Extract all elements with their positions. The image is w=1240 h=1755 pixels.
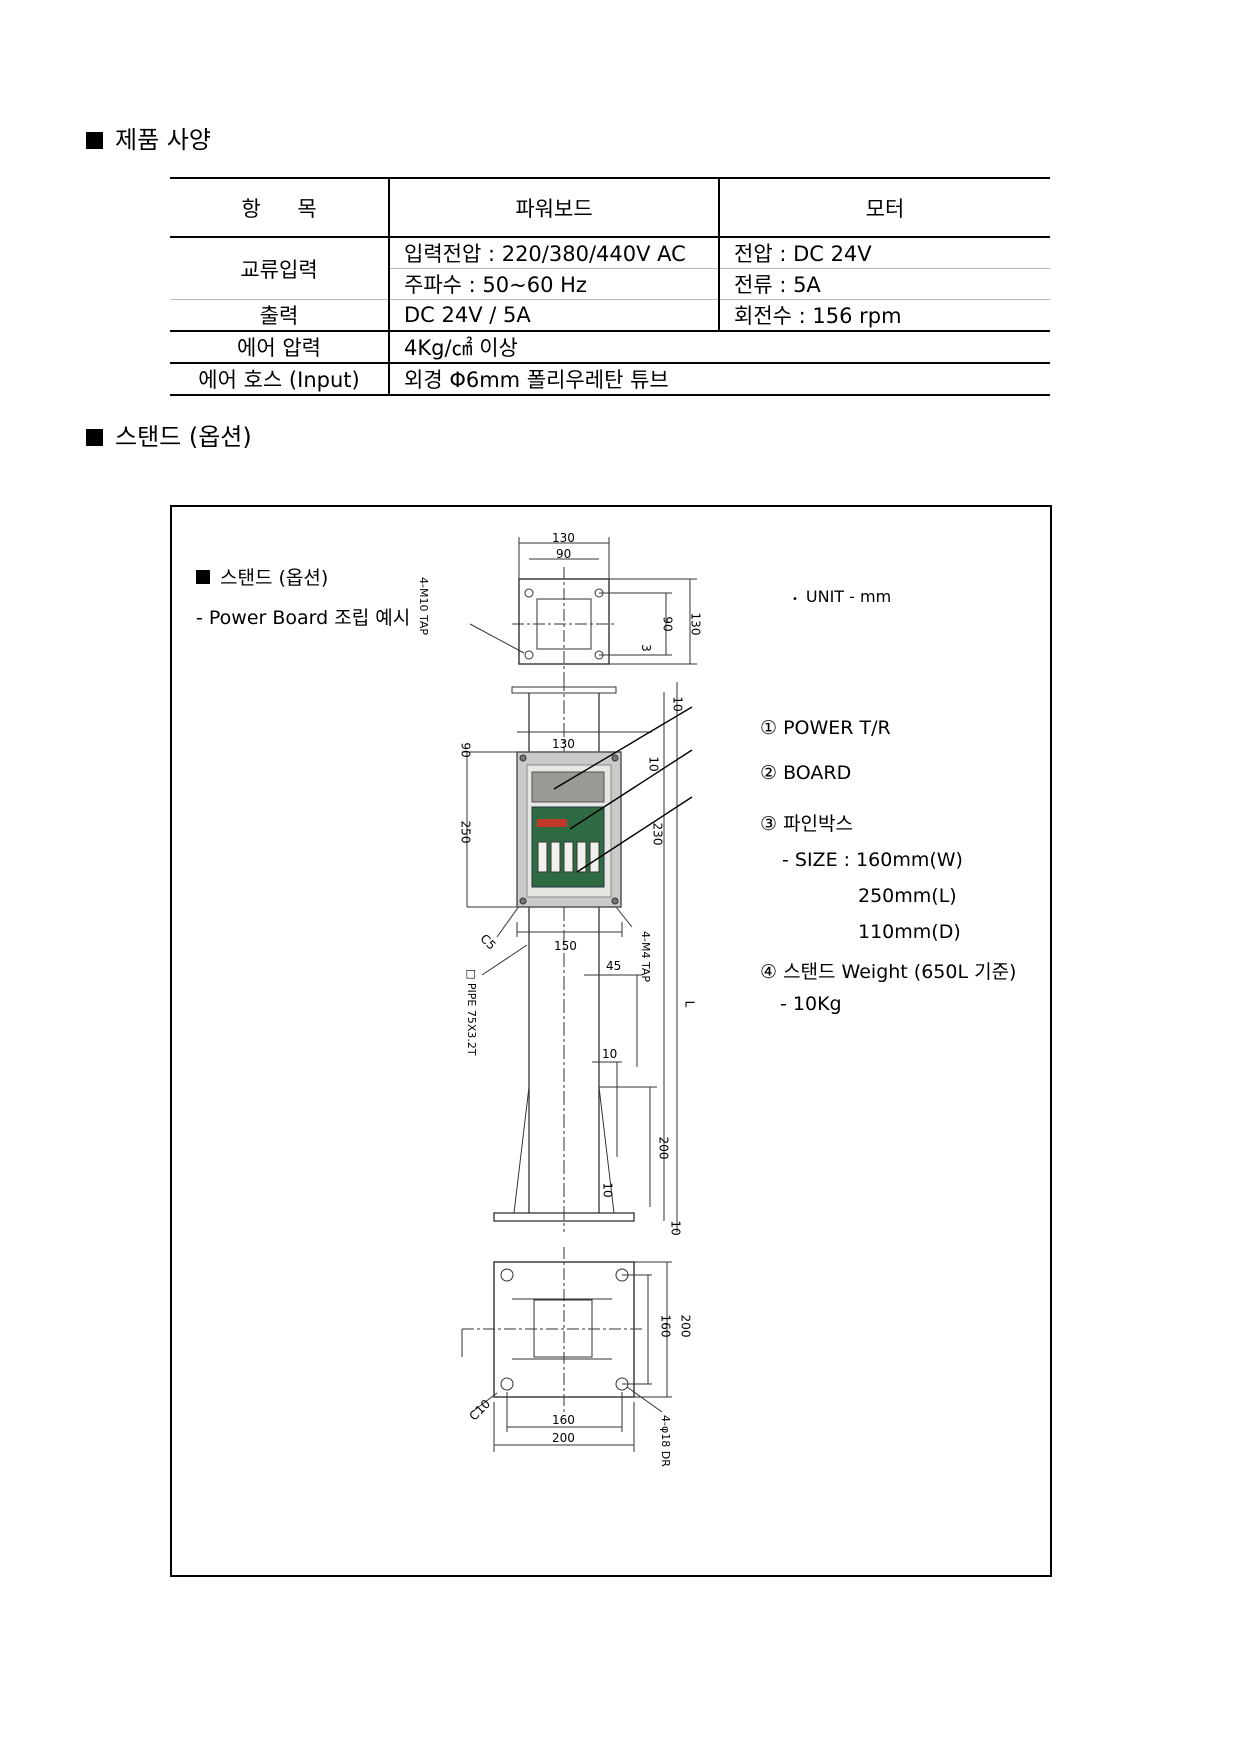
dim-top-w-outer: 130 <box>552 531 575 545</box>
weight-label: ④ 스탠드 Weight (650L 기준) <box>760 961 1017 983</box>
dim-top-thickness: 3 <box>638 644 653 652</box>
drawing-frame: 스탠드 (옵션) - Power Board 조립 예시 •UNIT - mm … <box>170 505 1052 1577</box>
header-board: 파워보드 <box>389 177 720 238</box>
size-depth: 110mm(D) <box>858 921 961 943</box>
cell-current-motor: 전류 : 5A <box>719 268 1050 300</box>
junction-box <box>516 751 622 908</box>
dim-10c: 10 <box>602 1047 618 1061</box>
table-header-row: 항 목 파워보드 모터 <box>170 177 1050 238</box>
cell-voltage-board: 입력전압 : 220/380/440V AC <box>389 237 720 269</box>
table-row: 에어 압력 4Kg/㎠ 이상 <box>170 331 1050 364</box>
dim-tap-top: 4-M10 TAP <box>417 577 430 635</box>
dim-bottom-160: 160 <box>552 1413 575 1427</box>
technical-drawing <box>461 537 697 1452</box>
dim-10d: 10 <box>600 1182 615 1198</box>
header-item: 항 목 <box>170 177 390 238</box>
dim-45: 45 <box>606 959 622 973</box>
cell-air-pressure: 4Kg/㎠ 이상 <box>389 331 1050 364</box>
square-bullet-icon <box>86 429 103 446</box>
spec-table: 항 목 파워보드 모터 교류입력 입력전압 : 220/380/440V AC … <box>170 177 1050 396</box>
part-power-tr: ① POWER T/R <box>760 717 891 739</box>
row-air-hose-label: 에어 호스 (Input) <box>170 363 390 396</box>
dim-tap-box: 4-M4 TAP <box>639 931 652 982</box>
table-row: 주파수 : 50~60 Hz 전류 : 5A <box>170 268 1050 300</box>
bottom-plate-view <box>461 1247 672 1452</box>
dim-150: 150 <box>554 939 577 953</box>
dim-top-w-inner: 90 <box>556 547 572 561</box>
size-length: 250mm(L) <box>858 885 957 907</box>
drawing-title: 스탠드 (옵션) <box>196 563 328 590</box>
dim-drill: 4-φ18 DR <box>659 1415 672 1467</box>
cell-rpm-motor: 회전수 : 156 rpm <box>719 299 1050 332</box>
dim-200: 200 <box>656 1136 671 1160</box>
dim-pipe: □ PIPE 75X3.2T <box>465 969 478 1056</box>
dim-top-h-outer: 130 <box>688 612 703 636</box>
dim-130: 130 <box>552 737 575 751</box>
unit-text: UNIT - mm <box>805 587 892 606</box>
dim-10e: 10 <box>668 1220 683 1236</box>
dim-top-h-inner: 90 <box>660 616 675 632</box>
dim-250: 250 <box>458 820 473 844</box>
table-row: 교류입력 입력전압 : 220/380/440V AC 전압 : DC 24V <box>170 237 1050 300</box>
dim-10a: 10 <box>670 696 685 712</box>
cell-voltage-motor: 전압 : DC 24V <box>719 237 1050 269</box>
size-label: - SIZE : 160mm(W) <box>782 849 963 871</box>
header-motor: 모터 <box>719 177 1050 238</box>
cell-output-board: DC 24V / 5A <box>389 299 720 332</box>
dim-230: 230 <box>650 822 665 846</box>
cell-frequency-board: 주파수 : 50~60 Hz <box>389 268 720 300</box>
dim-length: L <box>682 1000 697 1008</box>
weight-value: - 10Kg <box>780 993 842 1015</box>
dim-bottom-200: 200 <box>552 1431 575 1445</box>
dim-10b: 10 <box>646 756 661 772</box>
square-bullet-icon <box>196 570 210 584</box>
part-leaders <box>553 706 693 873</box>
dim-90: 90 <box>458 742 473 758</box>
table-row: 에어 호스 (Input) 외경 Φ6mm 폴리우레탄 튜브 <box>170 363 1050 396</box>
top-plate-view <box>469 537 697 677</box>
square-bullet-icon <box>86 132 103 149</box>
section-spec-title: 제품 사양 <box>115 126 211 154</box>
drawing-title-text: 스탠드 (옵션) <box>220 567 329 589</box>
part-junction-box: ③ 파인박스 <box>760 813 853 835</box>
dim-bottom-200h: 200 <box>678 1314 693 1338</box>
part-board: ② BOARD <box>760 762 852 784</box>
row-output-label: 출력 <box>170 299 390 332</box>
section-stand-heading: 스탠드 (옵션) <box>86 417 252 452</box>
dim-bottom-160h: 160 <box>658 1314 673 1338</box>
section-spec-heading: 제품 사양 <box>86 120 211 155</box>
row-ac-input-label: 교류입력 <box>170 237 390 300</box>
row-air-pressure-label: 에어 압력 <box>170 331 390 364</box>
table-row: 출력 DC 24V / 5A 회전수 : 156 rpm <box>170 299 1050 332</box>
cell-air-hose: 외경 Φ6mm 폴리우레탄 튜브 <box>389 363 1050 396</box>
unit-label: •UNIT - mm <box>792 587 892 606</box>
section-stand-title: 스탠드 (옵션) <box>115 423 252 451</box>
drawing-subtitle: - Power Board 조립 예시 <box>196 607 411 629</box>
